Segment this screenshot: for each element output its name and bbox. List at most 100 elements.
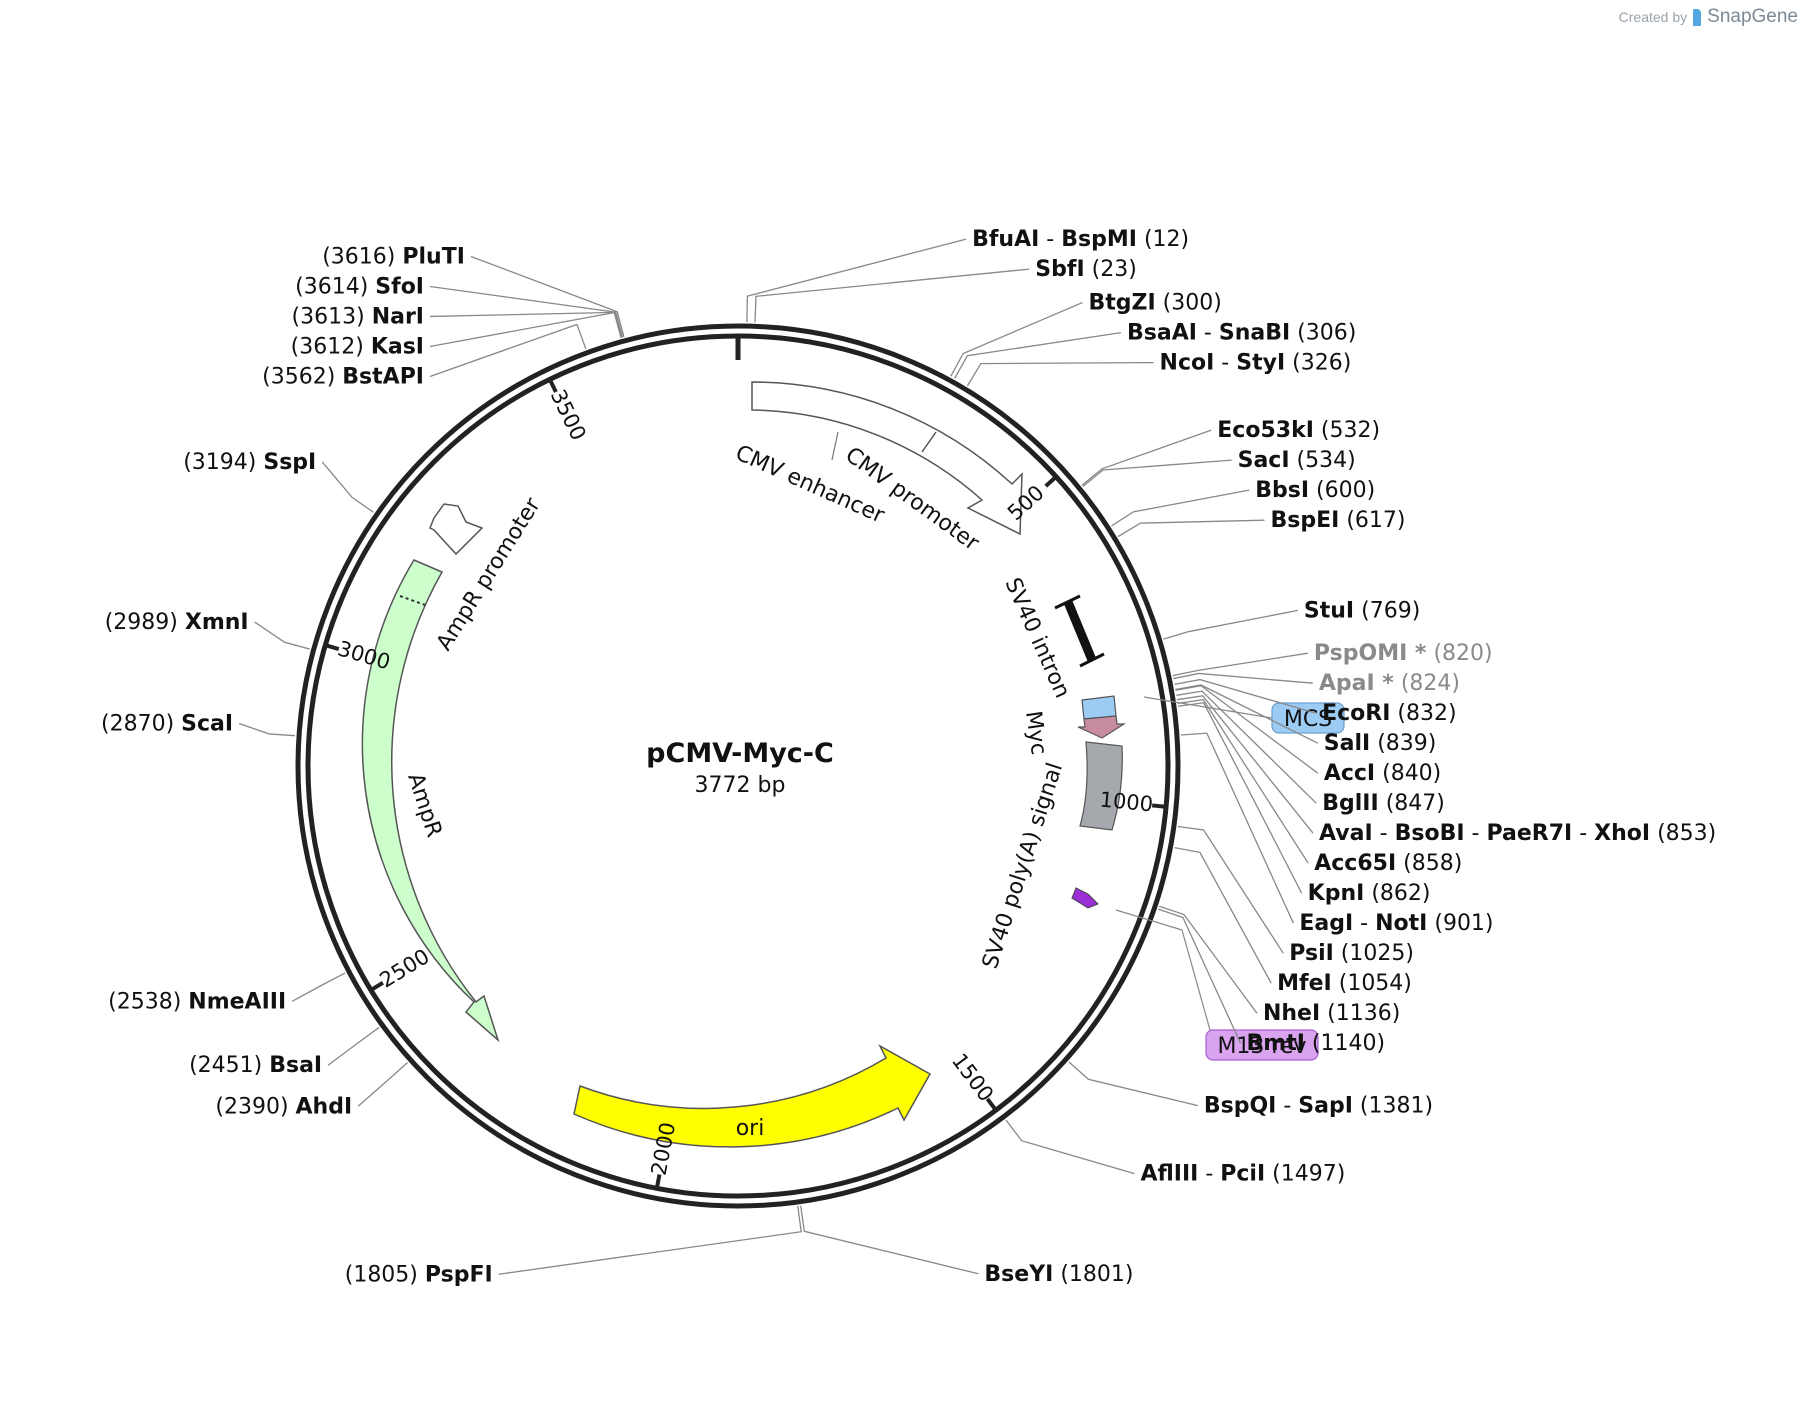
site-position: (2390) xyxy=(215,1094,288,1119)
site-acc65i: Acc65I (858) xyxy=(1177,698,1462,876)
site-label: (3612) KasI xyxy=(291,334,424,359)
site-enzyme-name: BstAPI xyxy=(342,364,424,389)
features xyxy=(361,381,1127,1148)
site-leader xyxy=(1082,459,1232,487)
site-leader xyxy=(321,461,374,513)
m13-rev-box xyxy=(1205,1029,1319,1061)
site-position: (2989) xyxy=(105,610,178,635)
site-afliii: AflIII - PciI (1497) xyxy=(1005,1119,1345,1187)
site-enzyme-name: BspQI xyxy=(1204,1094,1277,1119)
label-myc: Myc xyxy=(1020,709,1051,756)
site-leader xyxy=(429,323,587,378)
site-position: (847) xyxy=(1386,791,1445,816)
site-spacer xyxy=(1650,821,1657,846)
site-position: (2870) xyxy=(101,712,174,737)
site-enzyme-name: Eco53kI xyxy=(1217,418,1314,443)
site-bspei: BspEI (617) xyxy=(1117,508,1406,538)
site-enzyme-name: StuI xyxy=(1304,598,1354,623)
site-spacer xyxy=(1314,418,1321,443)
site-leader xyxy=(1176,690,1317,804)
site-ahdi: (2390) AhdI xyxy=(215,1062,408,1119)
scale-tick-label: 2500 xyxy=(376,944,434,992)
site-label: EagI - NotI (901) xyxy=(1299,911,1493,936)
site-leader xyxy=(429,285,624,338)
site-leader xyxy=(1174,846,1272,984)
feature-sv40-intron xyxy=(1063,600,1097,662)
restriction-sites: BfuAI - BspMI (12)SbfI (23)BtgZI (300)Bs… xyxy=(101,227,1716,1287)
site-spacer xyxy=(365,304,372,329)
plasmid-name: pCMV-Myc-C xyxy=(646,738,834,769)
site-enzyme-name: PsiI xyxy=(1289,941,1334,966)
site-btgzi: BtgZI (300) xyxy=(950,291,1222,377)
site-bsaai: BsaAI - SnaBI (306) xyxy=(954,321,1356,379)
site-spacer xyxy=(1379,791,1386,816)
feature-sv40-intron-cap1 xyxy=(1054,594,1081,610)
site-leader xyxy=(1158,908,1242,1044)
site-enzyme-name: SapI xyxy=(1298,1094,1353,1119)
site-sfoi: (3614) SfoI xyxy=(295,274,624,338)
site-label: (3194) SspI xyxy=(183,450,316,475)
feature-mcs xyxy=(1081,695,1117,720)
site-spacer xyxy=(178,610,185,635)
site-enzyme-name: BbsI xyxy=(1255,478,1309,503)
site-spacer xyxy=(368,274,375,299)
feature-cmv-arrow xyxy=(751,381,1023,536)
site-leader xyxy=(966,361,1154,387)
site-label: BfuAI - BspMI (12) xyxy=(972,227,1189,252)
site-spacer xyxy=(1053,1262,1060,1287)
site-position: (769) xyxy=(1361,598,1420,623)
site-enzyme-name: SspI xyxy=(263,450,316,475)
site-spacer xyxy=(395,244,402,269)
site-enzyme-name: XhoI xyxy=(1594,821,1650,846)
m13-rev-leader-2 xyxy=(1181,929,1211,1031)
site-position: (1136) xyxy=(1327,1001,1400,1026)
site-label: BspQI - SapI (1381) xyxy=(1204,1094,1433,1119)
site-label: MfeI (1054) xyxy=(1277,971,1412,996)
site-enzyme-name: NcoI xyxy=(1160,351,1215,376)
scale-tick xyxy=(547,376,558,393)
site-label: SacI (534) xyxy=(1238,448,1356,473)
site-label: EcoRI (832) xyxy=(1322,701,1456,726)
site-label: PspOMI * (820) xyxy=(1314,641,1493,666)
site-label: (2451) BsaI xyxy=(189,1053,322,1078)
site-bbsi: BbsI (600) xyxy=(1111,478,1375,527)
site-name-separator: - xyxy=(1198,1162,1220,1187)
site-position: (1025) xyxy=(1341,941,1414,966)
site-label: BmtI (1140) xyxy=(1247,1031,1386,1056)
site-name-separator: - xyxy=(1214,351,1236,376)
site-pluti: (3616) PluTI xyxy=(322,244,625,338)
scale-tick xyxy=(654,1174,662,1191)
site-enzyme-name: BseYI xyxy=(984,1262,1053,1287)
site-leader xyxy=(291,972,346,1002)
site-enzyme-name: StyI xyxy=(1236,351,1285,376)
site-position: (600) xyxy=(1316,478,1375,503)
scale-tick xyxy=(368,981,384,993)
site-position: (858) xyxy=(1403,851,1462,876)
site-leader xyxy=(1173,672,1313,684)
site-spacer xyxy=(1375,761,1382,786)
site-enzyme-name: BspMI xyxy=(1061,227,1137,252)
site-kpni: KpnI (862) xyxy=(1177,702,1431,906)
site-acci: AccI (840) xyxy=(1175,685,1441,786)
site-leader xyxy=(1172,652,1309,677)
site-leader xyxy=(470,255,625,338)
site-label: BglII (847) xyxy=(1322,791,1445,816)
site-bsai: (2451) BsaI xyxy=(189,1026,380,1078)
site-label: NcoI - StyI (326) xyxy=(1160,351,1352,376)
site-bfuai: BfuAI - BspMI (12) xyxy=(746,227,1189,323)
feature-m13-rev xyxy=(1071,887,1099,909)
site-leader xyxy=(429,311,623,338)
site-position: (326) xyxy=(1292,351,1351,376)
site-enzyme-name: SnaBI xyxy=(1219,321,1290,346)
site-label: AvaI - BsoBI - PaeR7I - XhoI (853) xyxy=(1319,821,1716,846)
plasmid-length: 3772 bp xyxy=(695,773,786,798)
site-position: (3562) xyxy=(262,364,335,389)
site-spacer xyxy=(1354,598,1361,623)
site-enzyme-name: ApaI * xyxy=(1319,671,1394,696)
backbone xyxy=(295,323,1181,1209)
site-position: (3194) xyxy=(183,450,256,475)
site-enzyme-name: AhdI xyxy=(296,1094,353,1119)
site-leader xyxy=(1180,732,1294,924)
site-label: ApaI * (824) xyxy=(1319,671,1460,696)
